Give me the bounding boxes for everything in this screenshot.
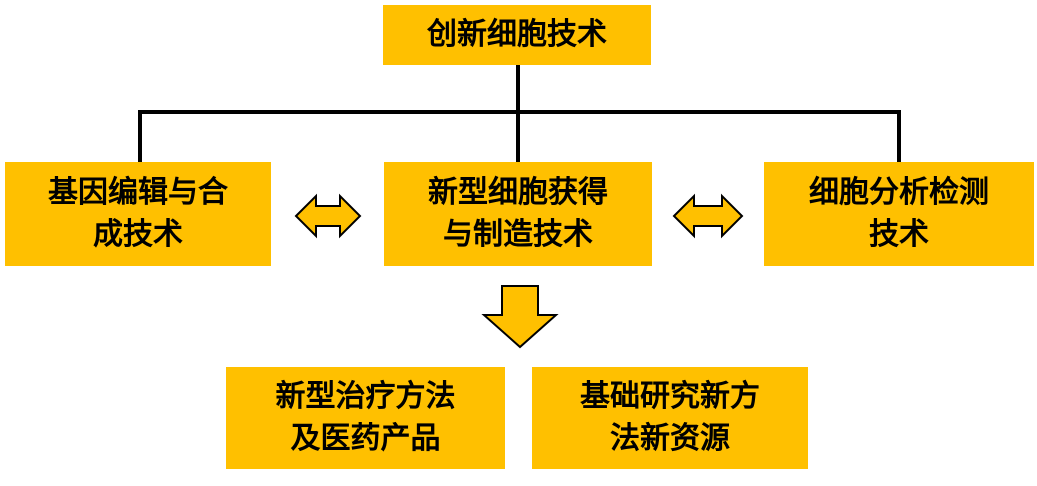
- top-label: 创新细胞技术: [427, 17, 607, 52]
- box-line: 成技术: [93, 217, 183, 252]
- gene-editing-box: 基因编辑与合成技术: [5, 162, 271, 266]
- cell-analysis-box: 细胞分析检测技术: [764, 162, 1034, 266]
- box-line: 基础研究新方: [580, 379, 760, 414]
- double-arrow-right-icon: [672, 193, 744, 239]
- box-line: 法新资源: [610, 421, 730, 456]
- box-line: 与制造技术: [443, 217, 593, 252]
- tree-connector: [138, 64, 901, 163]
- double-arrow-left-icon: [294, 193, 362, 239]
- research-box: 基础研究新方法新资源: [532, 367, 808, 469]
- box-line: 新型细胞获得: [428, 175, 608, 210]
- box-line: 细胞分析检测: [809, 175, 989, 210]
- therapy-box: 新型治疗方法及医药产品: [226, 367, 505, 469]
- box-line: 及医药产品: [290, 421, 441, 456]
- cell-manufacturing-box: 新型细胞获得与制造技术: [384, 162, 652, 266]
- top-box: 创新细胞技术: [383, 5, 651, 65]
- box-line: 基因编辑与合: [48, 175, 228, 210]
- box-line: 技术: [869, 217, 929, 252]
- down-arrow-icon: [481, 285, 559, 349]
- box-line: 新型治疗方法: [275, 379, 456, 414]
